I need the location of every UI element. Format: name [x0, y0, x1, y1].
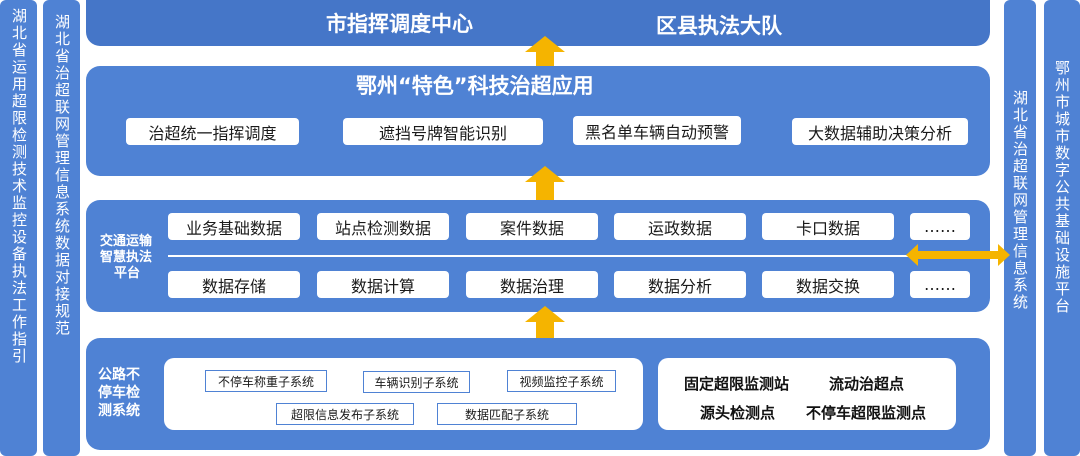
platform-tier-label: 交通运输 智慧执法 平台 [100, 234, 152, 282]
left-panel-spec: 湖北省治超联网管理信息系统数据对接规范 [43, 0, 80, 456]
divider-line [168, 255, 910, 257]
data-item: 站点检测数据 [317, 213, 449, 240]
process-item: 数据治理 [466, 271, 598, 298]
process-item: 数据分析 [614, 271, 746, 298]
right-panel-provincial-system: 湖北省治超联网管理信息系统 [1004, 0, 1036, 456]
platform-label-line: 交通运输 [100, 234, 153, 249]
app-item-blacklist-warning: 黑名单车辆自动预警 [573, 116, 741, 145]
application-tier-title: 鄂州“特色”科技治超应用 [356, 74, 594, 98]
app-item-bigdata-decision: 大数据辅助决策分析 [792, 118, 968, 145]
up-arrow-icon [525, 36, 565, 70]
right-panel-provincial-system-text: 湖北省治超联网管理信息系统 [1011, 90, 1029, 311]
detection-tier-label: 公路不 停车检 测系统 [98, 366, 140, 420]
left-panel-guideline: 湖北省运用超限检测技术监控设备执法工作指引 [0, 0, 37, 456]
data-item: 运政数据 [614, 213, 746, 240]
detection-label-line: 测系统 [98, 403, 140, 419]
city-command-center-title: 市指挥调度中心 [326, 12, 473, 36]
app-item-plate-recognition: 遮挡号牌智能识别 [343, 118, 543, 145]
platform-label-line: 平台 [114, 266, 141, 281]
up-arrow-icon [525, 166, 565, 200]
left-panel-guideline-text: 湖北省运用超限检测技术监控设备执法工作指引 [10, 8, 28, 365]
data-item: 业务基础数据 [168, 213, 300, 240]
process-item-more: …… [910, 271, 970, 298]
data-item: 卡口数据 [762, 213, 894, 240]
data-item: 案件数据 [466, 213, 598, 240]
district-enforcement-title: 区县执法大队 [656, 14, 782, 38]
detection-label-line: 停车检 [98, 385, 140, 401]
subsystem-weighing: 不停车称重子系统 [205, 370, 327, 392]
right-panel-city-platform-text: 鄂州市城市数字公共基础设施平台 [1053, 60, 1071, 315]
site-nonstop-point: 不停车超限监测点 [806, 404, 927, 422]
data-item-more: …… [910, 213, 970, 240]
up-arrow-icon [525, 306, 565, 340]
process-item: 数据交换 [762, 271, 894, 298]
left-panel-spec-text: 湖北省治超联网管理信息系统数据对接规范 [53, 14, 71, 337]
platform-label-line: 智慧执法 [100, 250, 153, 265]
site-box [658, 358, 956, 430]
site-fixed-station: 固定超限监测站 [684, 375, 790, 393]
detection-label-line: 公路不 [98, 367, 140, 383]
site-source-point: 源头检测点 [700, 404, 776, 422]
subsystem-video-monitoring: 视频监控子系统 [507, 370, 616, 392]
process-item: 数据存储 [168, 271, 300, 298]
site-mobile-point: 流动治超点 [829, 375, 905, 393]
subsystem-data-matching: 数据匹配子系统 [437, 403, 577, 425]
app-item-command: 治超统一指挥调度 [126, 118, 299, 145]
double-arrow-icon [906, 244, 1010, 266]
subsystem-vehicle-recognition: 车辆识别子系统 [363, 371, 470, 393]
subsystem-info-release: 超限信息发布子系统 [276, 403, 414, 425]
process-item: 数据计算 [317, 271, 449, 298]
right-panel-city-platform: 鄂州市城市数字公共基础设施平台 [1044, 0, 1080, 456]
command-tier [86, 0, 990, 46]
